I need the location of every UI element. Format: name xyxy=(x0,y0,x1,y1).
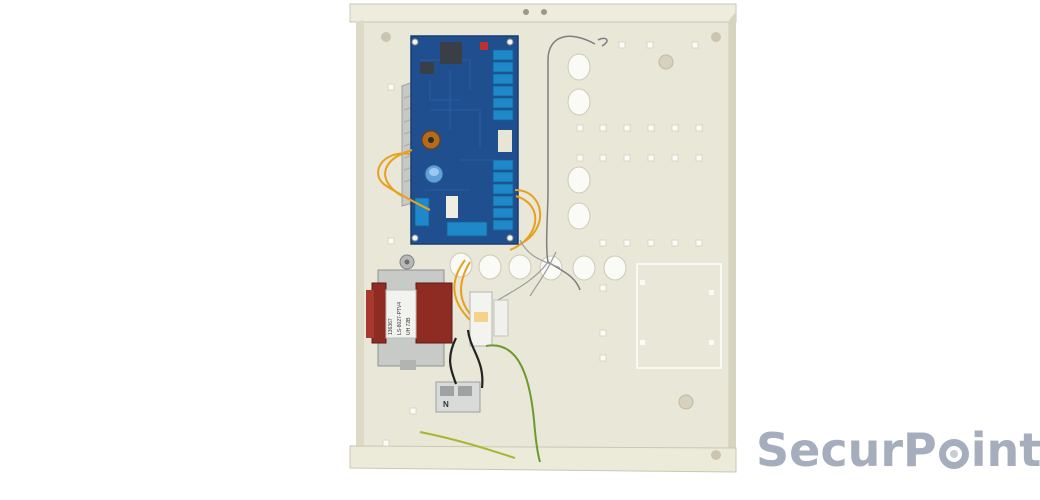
transformer-label-line-1: 136367 xyxy=(388,318,394,335)
transformer-label-line-3: UH 72B xyxy=(406,317,412,335)
mounting-hole xyxy=(711,450,721,460)
logo-o-icon xyxy=(938,439,969,469)
mounting-hole xyxy=(711,32,721,42)
mounting-hole xyxy=(381,32,391,42)
fuse-holder xyxy=(469,291,509,347)
logo-text-p: P xyxy=(903,423,937,477)
terminal-label: N xyxy=(443,400,449,409)
logo-text-before: Secur xyxy=(756,423,904,477)
enclosure-bottom-lip xyxy=(349,445,737,473)
transformer-label-line-2: LS-8027-PTV4 xyxy=(397,302,403,335)
battery-area xyxy=(636,263,722,369)
vent-slots xyxy=(382,41,703,447)
control-board xyxy=(401,35,519,245)
transformer: 136367 LS-8027-PTV4 UH 72B xyxy=(366,254,453,370)
knockout-holes xyxy=(449,53,627,281)
terminal-blocks xyxy=(414,49,514,237)
mains-terminal-block: N xyxy=(435,381,481,413)
enclosure-right-wall xyxy=(729,12,736,470)
mounting-hole xyxy=(678,394,694,410)
grey-wires xyxy=(497,239,561,301)
mounting-hole xyxy=(658,54,674,70)
black-wires xyxy=(449,329,484,389)
earth-wire xyxy=(419,344,541,463)
enclosure xyxy=(349,3,737,473)
logo-text-after: int xyxy=(970,423,1040,477)
enclosure-left-wall xyxy=(356,20,363,460)
